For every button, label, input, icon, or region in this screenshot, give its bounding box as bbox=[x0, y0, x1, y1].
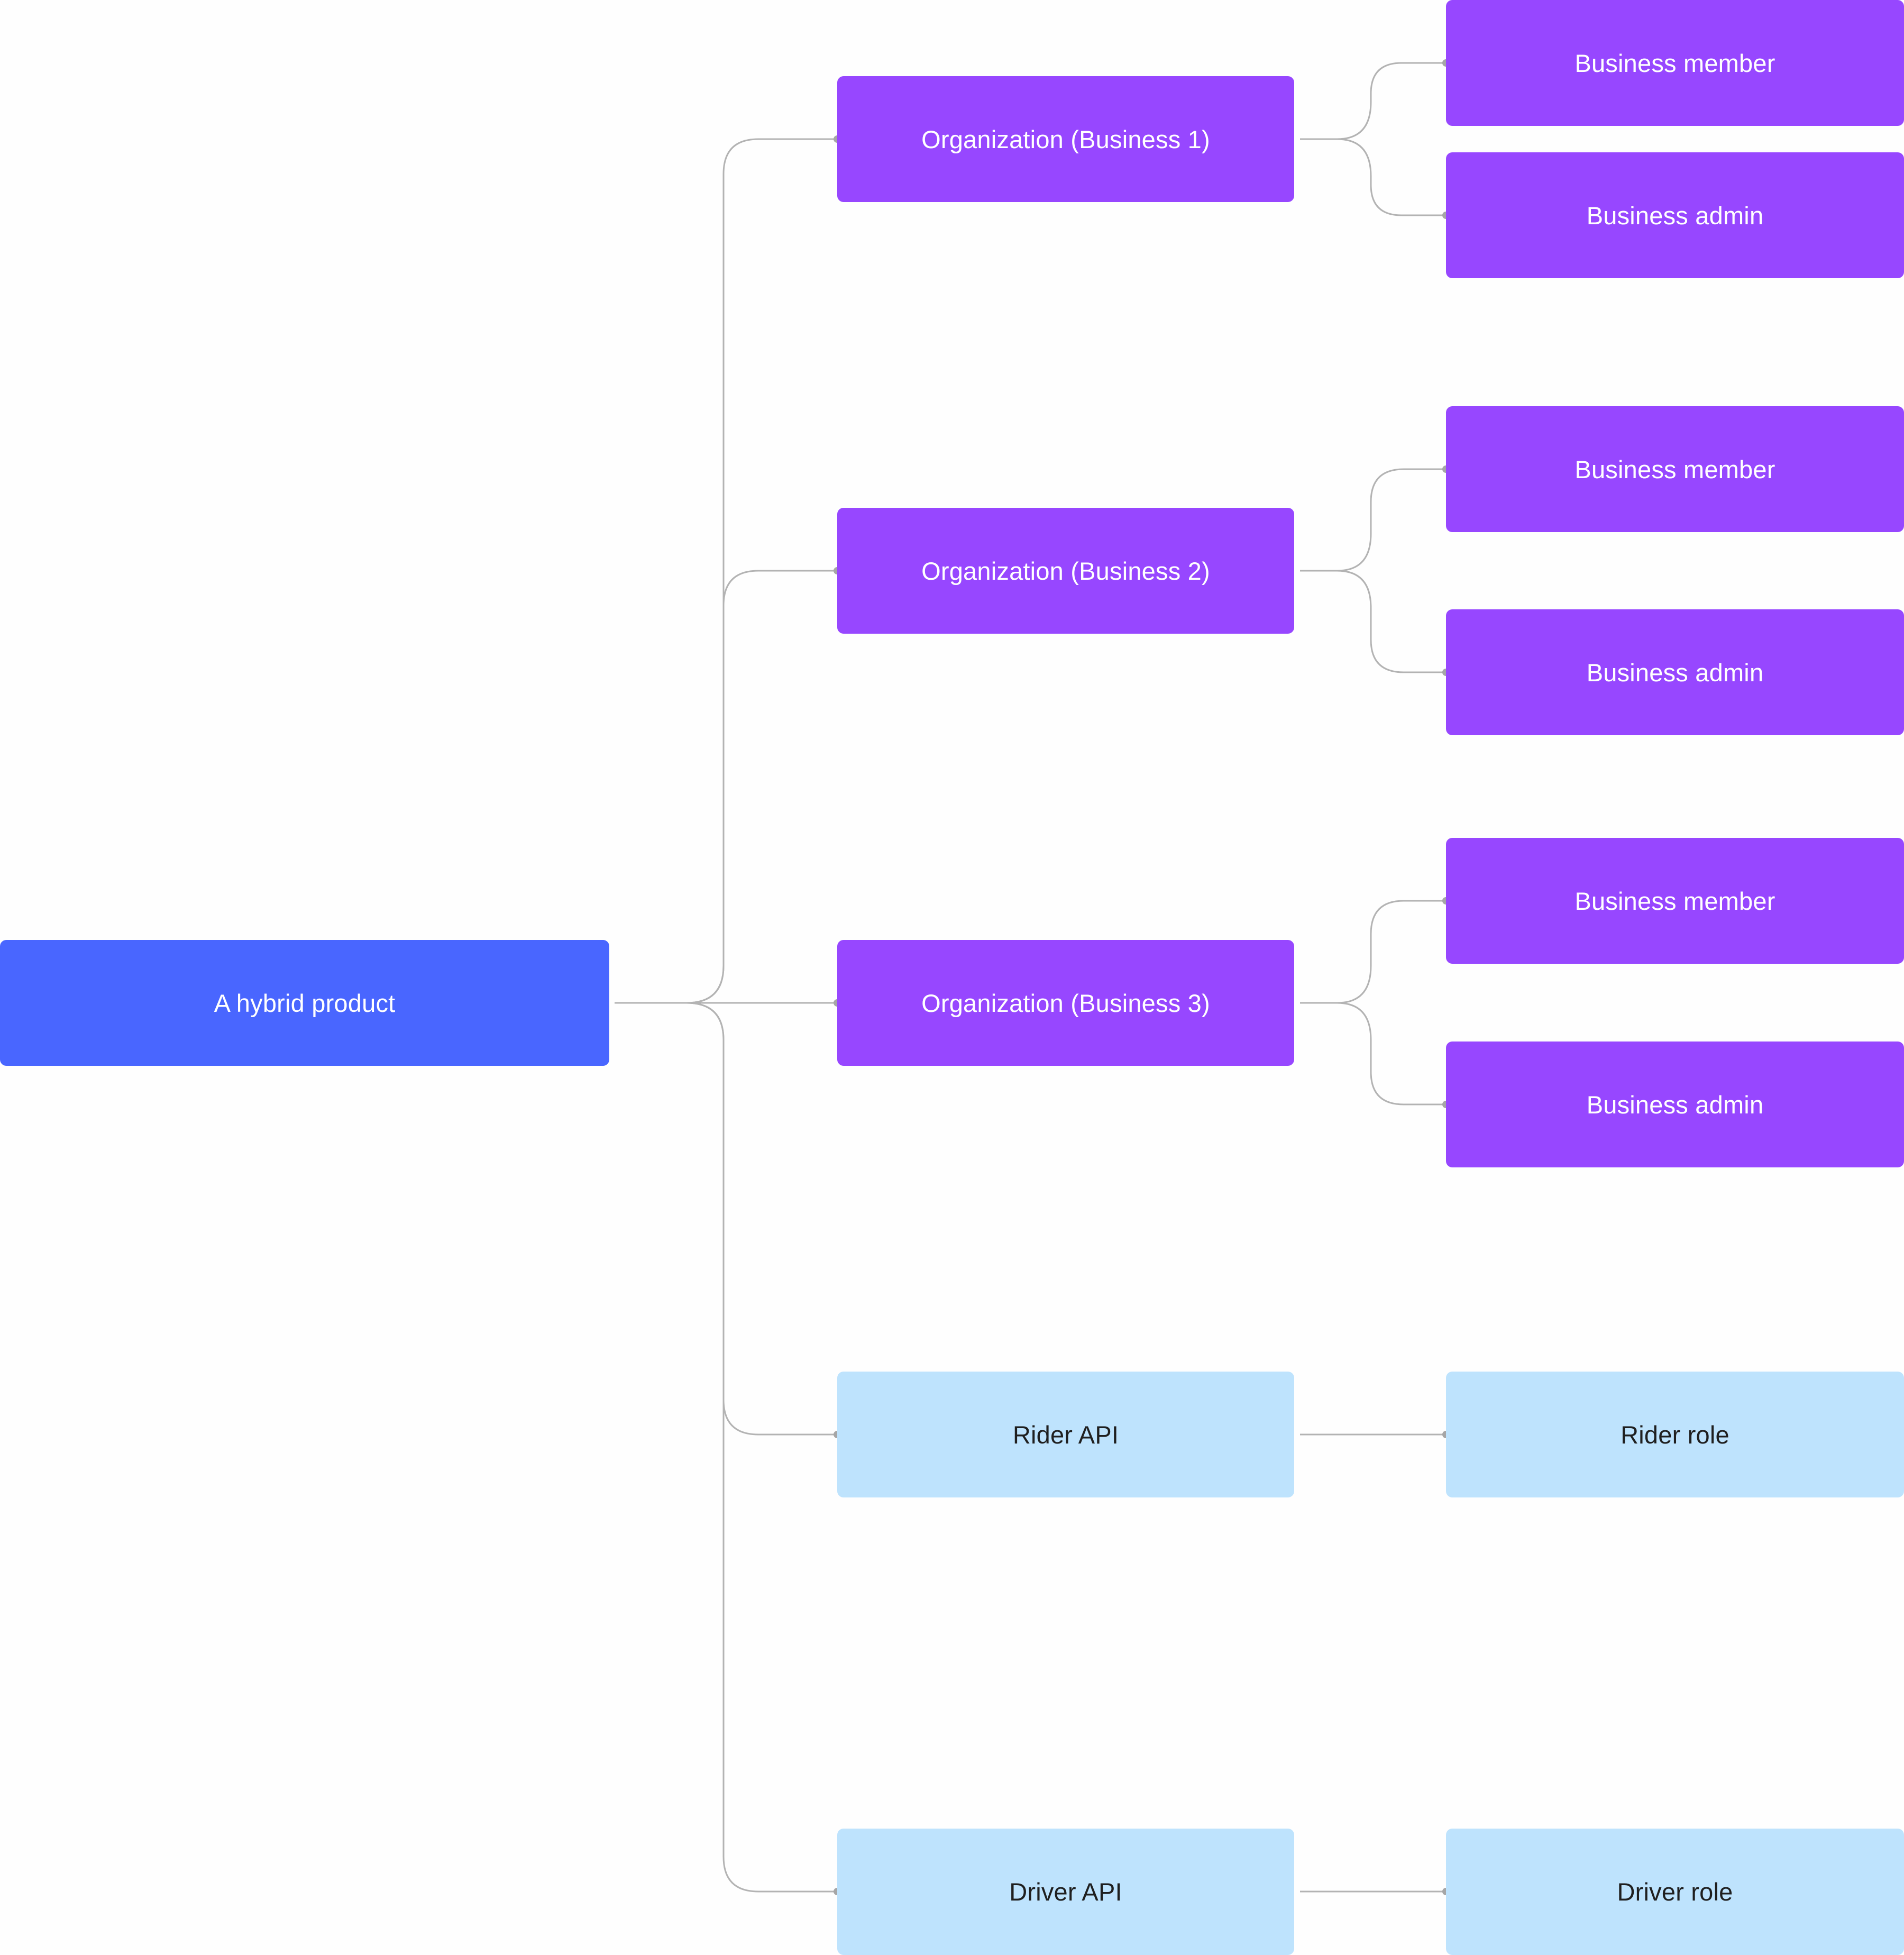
role-node-label: Business member bbox=[1575, 455, 1775, 483]
driver-api-node[interactable]: Driver API bbox=[837, 1829, 1294, 1955]
role-node-label: Rider role bbox=[1621, 1420, 1729, 1449]
business-2-admin-node[interactable]: Business admin bbox=[1446, 609, 1904, 735]
business-1-member-node[interactable]: Business member bbox=[1446, 0, 1904, 126]
organization-node-business-2[interactable]: Organization (Business 2) bbox=[837, 508, 1294, 634]
connector-org2-admin bbox=[1337, 570, 1446, 673]
role-node-label: Business admin bbox=[1586, 201, 1764, 230]
organization-node-label: Organization (Business 2) bbox=[921, 556, 1210, 585]
role-node-label: Business admin bbox=[1586, 1090, 1764, 1119]
organization-node-business-3[interactable]: Organization (Business 3) bbox=[837, 940, 1294, 1066]
connector-org2-member bbox=[1300, 468, 1446, 572]
role-node-label: Business member bbox=[1575, 49, 1775, 77]
root-node-label: A hybrid product bbox=[214, 989, 396, 1017]
organization-node-label: Organization (Business 3) bbox=[921, 989, 1210, 1017]
business-3-admin-node[interactable]: Business admin bbox=[1446, 1042, 1904, 1167]
business-3-member-node[interactable]: Business member bbox=[1446, 838, 1904, 964]
role-node-label: Business member bbox=[1575, 887, 1775, 915]
root-node[interactable]: A hybrid product bbox=[0, 940, 609, 1066]
driver-role-node[interactable]: Driver role bbox=[1446, 1829, 1904, 1955]
connector-root-driver-api bbox=[686, 1002, 837, 1893]
business-1-admin-node[interactable]: Business admin bbox=[1446, 152, 1904, 278]
role-node-label: Driver role bbox=[1617, 1878, 1733, 1906]
connector-root-org1 bbox=[615, 138, 837, 1004]
role-node-label: Business admin bbox=[1586, 658, 1764, 687]
connector-org1-member bbox=[1300, 62, 1446, 140]
api-node-label: Driver API bbox=[1009, 1878, 1122, 1906]
connector-root-rider-api bbox=[686, 1002, 837, 1436]
rider-api-node[interactable]: Rider API bbox=[837, 1372, 1294, 1497]
api-node-label: Rider API bbox=[1012, 1420, 1119, 1449]
connector-org3-member bbox=[1300, 900, 1446, 1004]
organization-node-business-1[interactable]: Organization (Business 1) bbox=[837, 76, 1294, 202]
connector-org3-admin bbox=[1337, 1002, 1446, 1106]
connector-org1-admin bbox=[1337, 138, 1446, 216]
business-2-member-node[interactable]: Business member bbox=[1446, 406, 1904, 532]
connector-root-org2 bbox=[686, 570, 837, 1004]
rider-role-node[interactable]: Rider role bbox=[1446, 1372, 1904, 1497]
organization-node-label: Organization (Business 1) bbox=[921, 125, 1210, 153]
